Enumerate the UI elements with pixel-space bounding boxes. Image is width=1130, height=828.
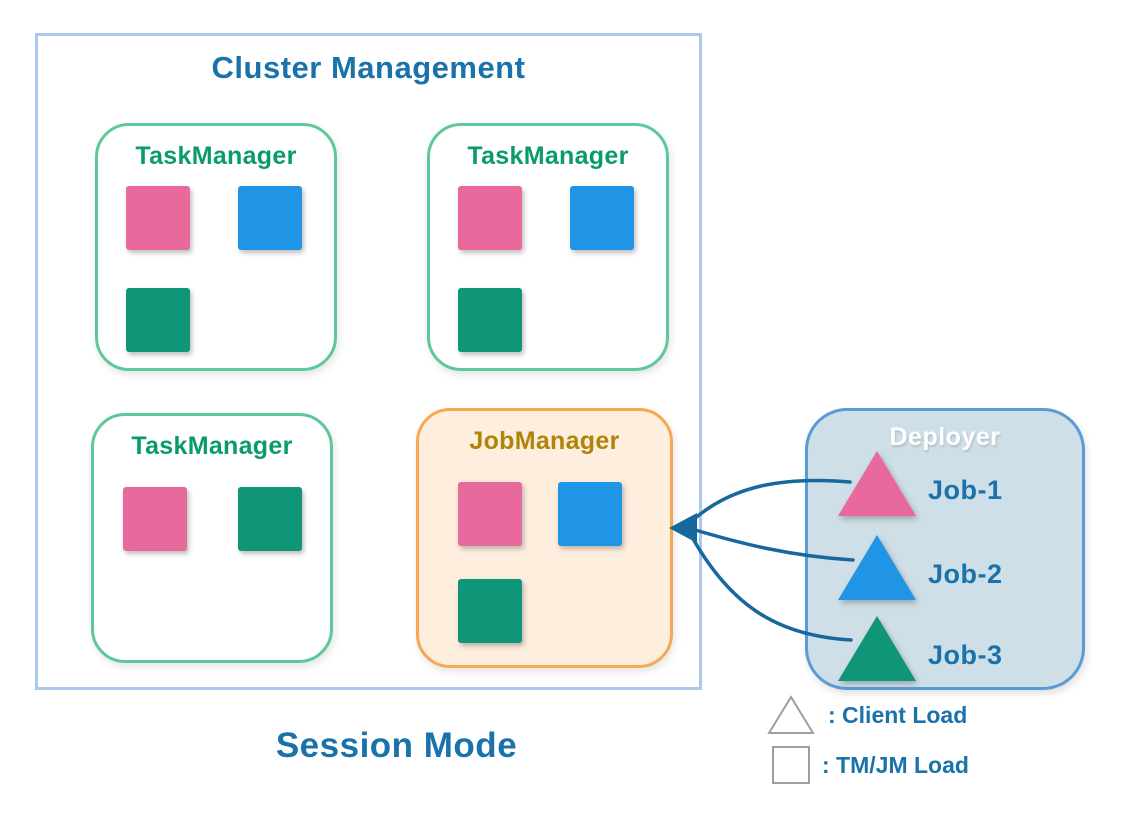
legend-tmjm-load-label: : TM/JM Load	[822, 751, 969, 778]
job-1-triangle-icon	[838, 451, 916, 516]
slot-square-pink	[126, 186, 190, 250]
taskmanager-2-title: TaskManager	[467, 142, 629, 170]
slot-square-green	[238, 487, 302, 551]
square-outline-icon	[772, 746, 810, 784]
job-2-row: Job-2	[838, 535, 1003, 600]
legend-tmjm-load: : TM/JM Load	[766, 746, 969, 784]
taskmanager-box-2: TaskManager	[427, 123, 669, 371]
slot-square-green	[458, 579, 522, 643]
taskmanager-3-slots	[123, 487, 330, 551]
triangle-outline-icon	[767, 695, 815, 734]
taskmanager-1-title: TaskManager	[135, 142, 297, 170]
job-3-row: Job-3	[838, 616, 1003, 681]
deployer-box: Deployer Job-1 Job-2 Job-3	[805, 408, 1085, 690]
job-2-label: Job-2	[928, 559, 1003, 589]
jobmanager-title: JobManager	[469, 427, 620, 455]
legend-client-load: : Client Load	[766, 694, 969, 736]
legend-client-load-label: : Client Load	[828, 701, 968, 728]
taskmanager-box-1: TaskManager	[95, 123, 337, 371]
job-3-triangle-icon	[838, 616, 916, 681]
legend: : Client Load : TM/JM Load	[766, 694, 969, 794]
job-3-label: Job-3	[928, 640, 1003, 670]
job-1-row: Job-1	[838, 451, 1003, 516]
slot-square-pink	[123, 487, 187, 551]
slot-square-pink	[458, 482, 522, 546]
slot-square-blue	[570, 186, 634, 250]
slot-square-pink	[458, 186, 522, 250]
cluster-title: Cluster Management	[211, 50, 526, 85]
slot-square-green	[126, 288, 190, 352]
session-mode-caption: Session Mode	[275, 726, 518, 765]
job-2-triangle-icon	[838, 535, 916, 600]
taskmanager-1-slots	[126, 186, 334, 352]
taskmanager-2-slots	[458, 186, 666, 352]
deployer-title: Deployer	[889, 423, 1001, 451]
jobmanager-slots	[458, 482, 670, 643]
slot-square-blue	[558, 482, 622, 546]
slot-square-blue	[238, 186, 302, 250]
taskmanager-box-3: TaskManager	[91, 413, 333, 663]
jobmanager-box: JobManager	[416, 408, 673, 668]
taskmanager-3-title: TaskManager	[131, 432, 293, 460]
job-1-label: Job-1	[928, 475, 1003, 505]
cluster-management-box: Cluster Management TaskManager TaskManag…	[35, 33, 702, 690]
slot-square-green	[458, 288, 522, 352]
